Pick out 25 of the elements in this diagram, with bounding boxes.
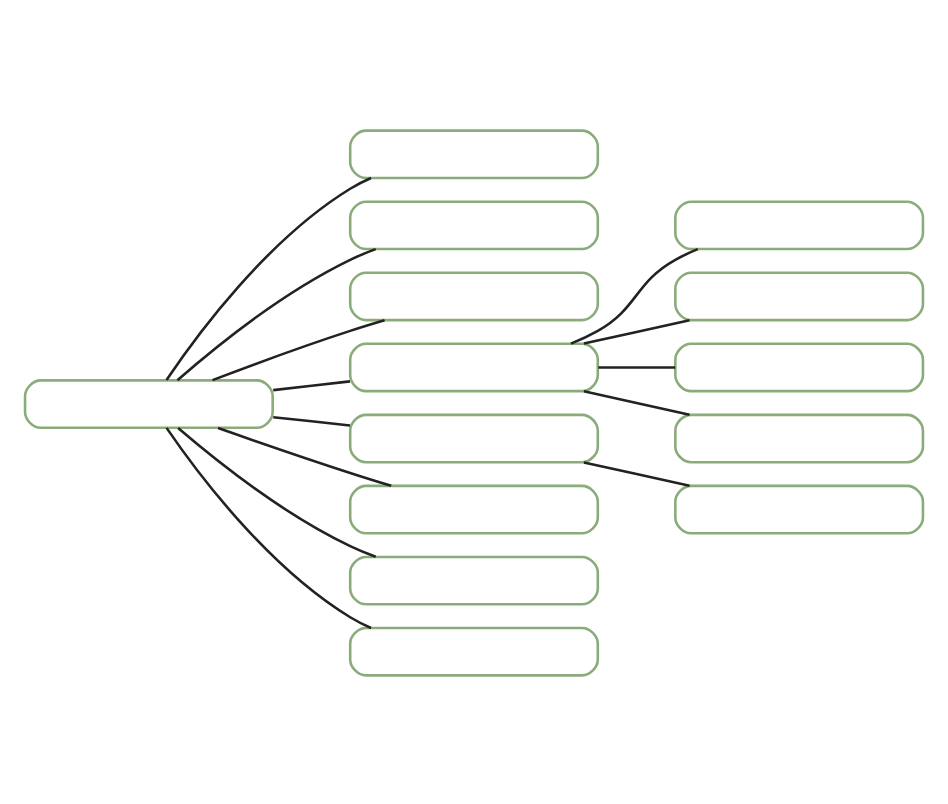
node-box — [348, 483, 600, 534]
node-box — [674, 341, 925, 392]
node-box — [348, 199, 600, 250]
connector — [273, 414, 351, 426]
connector — [177, 426, 377, 558]
node-box — [348, 341, 600, 392]
node-box — [348, 554, 600, 605]
node-box — [674, 483, 925, 534]
connector — [583, 460, 690, 487]
node-box — [348, 412, 600, 463]
node-box — [348, 270, 600, 321]
node-box — [674, 199, 925, 250]
connector — [570, 246, 699, 344]
connector — [165, 175, 372, 380]
connector — [273, 379, 351, 391]
node-box — [674, 412, 925, 463]
node-box — [23, 378, 274, 429]
connector — [583, 389, 690, 415]
node-box — [348, 625, 600, 676]
connector — [176, 246, 377, 381]
connector — [165, 426, 372, 629]
connector — [583, 317, 690, 344]
node-box — [348, 128, 600, 179]
connector — [598, 365, 676, 368]
node-box — [674, 270, 925, 321]
